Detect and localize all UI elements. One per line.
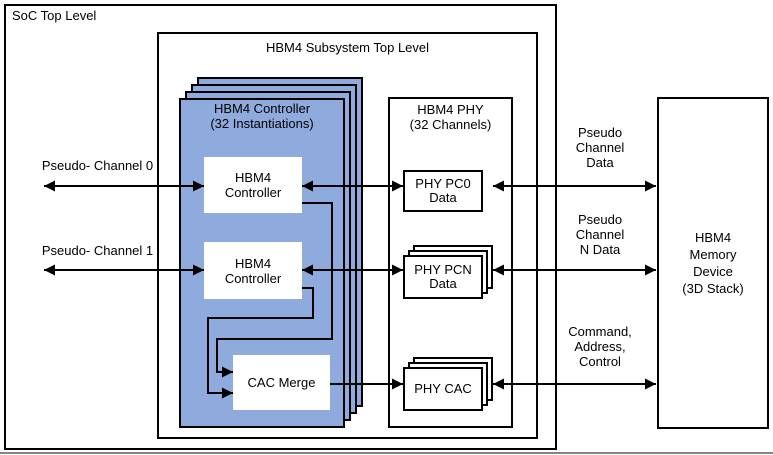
window-bottom-edge (0, 452, 773, 454)
controller-stack-title: HBM4 Controller (32 Instantiations) (210, 101, 314, 131)
cac-merge-block: CAC Merge (233, 355, 330, 410)
hbm4-memory-device-box: HBM4 Memory Device (3D Stack) (657, 97, 769, 429)
phy-pc0-data-block: PHY PC0 Data (403, 170, 483, 212)
pseudo-channel-0-label: Pseudo- Channel 0 (41, 158, 154, 173)
soc-top-level-label: SoC Top Level (12, 8, 97, 23)
pseudo-channel-1-label: Pseudo- Channel 1 (41, 243, 154, 258)
pseudo-channel-n-data-label: Pseudo Channel N Data (575, 212, 625, 257)
hbm4-controller-block-1: HBM4 Controller (204, 242, 302, 299)
command-address-control-label: Command, Address, Control (568, 324, 632, 369)
phy-cac-block: PHY CAC (403, 367, 483, 411)
pseudo-channel-data-label: Pseudo Channel Data (575, 125, 625, 170)
hbm4-controller-block-0: HBM4 Controller (204, 157, 302, 213)
phy-pcn-data-block: PHY PCN Data (403, 255, 483, 299)
hbm4-phy-title: HBM4 PHY (32 Channels) (409, 102, 492, 132)
hbm4-subsystem-title: HBM4 Subsystem Top Level (265, 40, 430, 55)
